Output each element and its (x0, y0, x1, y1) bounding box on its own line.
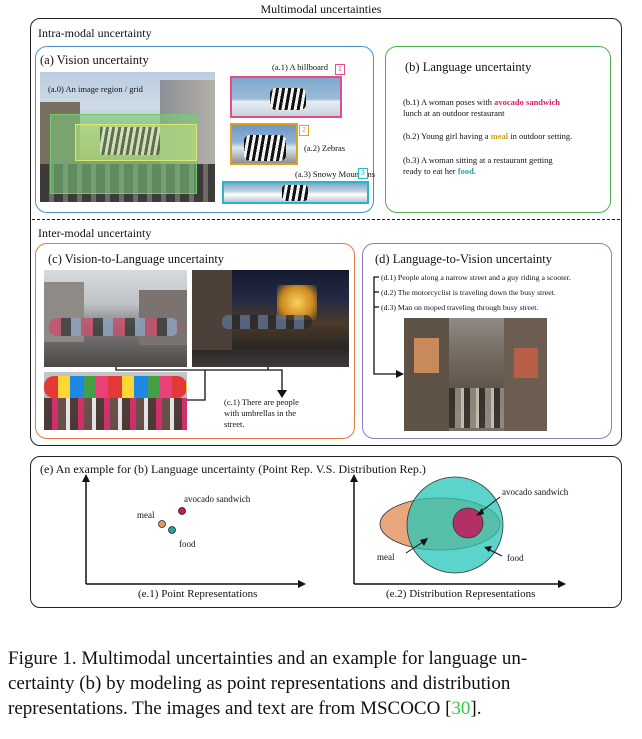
b3-line2: ready to eat her food. (403, 166, 476, 177)
vision-uncertainty-title: (a) Vision uncertainty (40, 53, 149, 67)
e2-label-meal: meal (377, 552, 395, 562)
billboard-photo (230, 76, 342, 118)
b3-prefix: ready to eat her (403, 166, 458, 176)
c1-line2: with umbrellas in the (224, 408, 297, 418)
b1-line2: lunch at an outdoor restaurant (403, 108, 505, 118)
e1-point-meal (158, 520, 166, 528)
c1-line1: (c.1) There are people (224, 397, 299, 407)
e2-label-avocado: avocado sandwich (502, 487, 569, 497)
e1-caption: (e.1) Point Representations (138, 588, 258, 600)
vision-to-language-title: (c) Vision-to-Language uncertainty (48, 252, 225, 266)
b1-avocado-highlight: avocado sandwich (494, 97, 561, 107)
b3-line1: (b.3) A woman sitting at a restaurant ge… (403, 155, 553, 165)
language-to-vision-panel (362, 243, 612, 439)
tag-3: 3 (358, 168, 368, 179)
b1-prefix: (b.1) A woman poses with (403, 97, 495, 107)
e2-caption: (e.2) Distribution Representations (386, 588, 536, 600)
e1-point-food (168, 526, 176, 534)
vision-grid-label: (a.0) An image region / grid (48, 84, 143, 94)
l2v-arrow-head (396, 370, 404, 378)
tag-2: 2 (299, 125, 309, 136)
tag-1: 1 (335, 64, 345, 75)
e2-label-food: food (507, 553, 524, 563)
v2l-photo-2 (192, 270, 349, 367)
inter-modal-title: Inter-modal uncertainty (38, 226, 152, 240)
d2-text: (d.2) The motorcyclist is traveling down… (381, 288, 556, 297)
caption-line-3: representations. The images and text are… (8, 696, 481, 721)
v2l-arrow-head (277, 390, 287, 398)
example-title: (e) An example for (b) Language uncertai… (40, 462, 426, 476)
vision-to-language-panel (35, 243, 355, 439)
multimodal-outer-box (30, 18, 622, 446)
v2l-photo-3 (44, 372, 187, 430)
v2l-arrow-branch-2 (187, 370, 206, 401)
citation-link[interactable]: 30 (451, 698, 471, 719)
b1-line1: (b.1) A woman poses with avocado sandwic… (403, 97, 560, 108)
d1-text: (d.1) People along a narrow street and a… (381, 273, 571, 282)
v2l-arrow-line (115, 367, 283, 392)
vision-main-photo (40, 72, 215, 202)
b2-suffix: in outdoor setting. (508, 131, 573, 141)
e1-x-arrow (298, 580, 306, 588)
l2v-bracket-line (373, 276, 398, 375)
figure-main-title: Multimodal uncertainties (260, 2, 382, 16)
e2-distribution-avocado (452, 507, 484, 539)
b2-line: (b.2) Young girl having a meal in outdoo… (403, 131, 572, 142)
e1-label-meal: meal (137, 510, 155, 520)
mountains-photo (222, 181, 369, 204)
l2v-photo (404, 318, 547, 431)
d3-text: (d.3) Man on moped traveling through bus… (381, 303, 539, 312)
zebras-label: (a.2) Zebras (304, 143, 346, 153)
mountains-label: (a.3) Snowy Mountains (295, 169, 376, 179)
language-to-vision-title: (d) Language-to-Vision uncertainty (375, 252, 552, 266)
intra-modal-title: Intra-modal uncertainty (38, 26, 152, 40)
e2-pointer-meal-head (420, 538, 428, 546)
e2-pointer-avocado-head (476, 508, 484, 516)
e2-y-arrow (350, 474, 358, 482)
caption-line-2: certainty (b) by modeling as point repre… (8, 673, 511, 694)
example-box (30, 456, 622, 608)
e1-label-avocado: avocado sandwich (184, 494, 251, 504)
b3-food-highlight: food. (457, 166, 476, 176)
b2-prefix: (b.2) Young girl having a (403, 131, 491, 141)
e2-pointer-food-head (484, 546, 492, 552)
caption-line-3-suffix: ]. (470, 698, 482, 719)
language-uncertainty-panel (385, 46, 611, 213)
vision-uncertainty-panel (35, 46, 374, 213)
intra-inter-separator (32, 219, 620, 220)
e2-x-arrow (558, 580, 566, 588)
e1-y-arrow (82, 474, 90, 482)
caption-line-1: Figure 1. Multimodal uncertainties and a… (8, 648, 528, 669)
v2l-photo-1 (44, 270, 187, 367)
language-uncertainty-title: (b) Language uncertainty (405, 60, 532, 74)
e1-point-avocado (178, 507, 186, 515)
caption-line-3-prefix: representations. The images and text are… (8, 698, 452, 719)
c1-line3: street. (224, 419, 245, 429)
billboard-label: (a.1) A billboard (272, 62, 328, 72)
b2-meal-highlight: meal (490, 131, 509, 141)
e1-label-food: food (179, 539, 196, 549)
zebras-photo (230, 123, 298, 165)
